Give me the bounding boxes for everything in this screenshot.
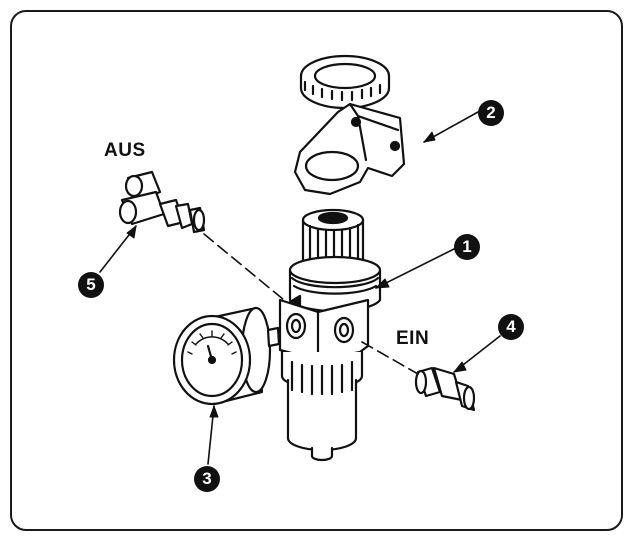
mounting-bracket (293, 102, 406, 196)
pressure-gauge (172, 306, 281, 406)
outlet-fitting (118, 170, 206, 234)
callout-2: 2 (478, 100, 504, 126)
inlet-fitting (414, 366, 476, 412)
callout-1: 1 (454, 234, 480, 260)
callout-3: 3 (194, 466, 220, 492)
ring-nut (299, 54, 391, 110)
inlet-label: EIN (396, 328, 430, 349)
outlet-label: AUS (104, 140, 146, 161)
callout-4: 4 (498, 314, 524, 340)
callout-5: 5 (78, 272, 104, 298)
regulator-body (278, 208, 382, 462)
